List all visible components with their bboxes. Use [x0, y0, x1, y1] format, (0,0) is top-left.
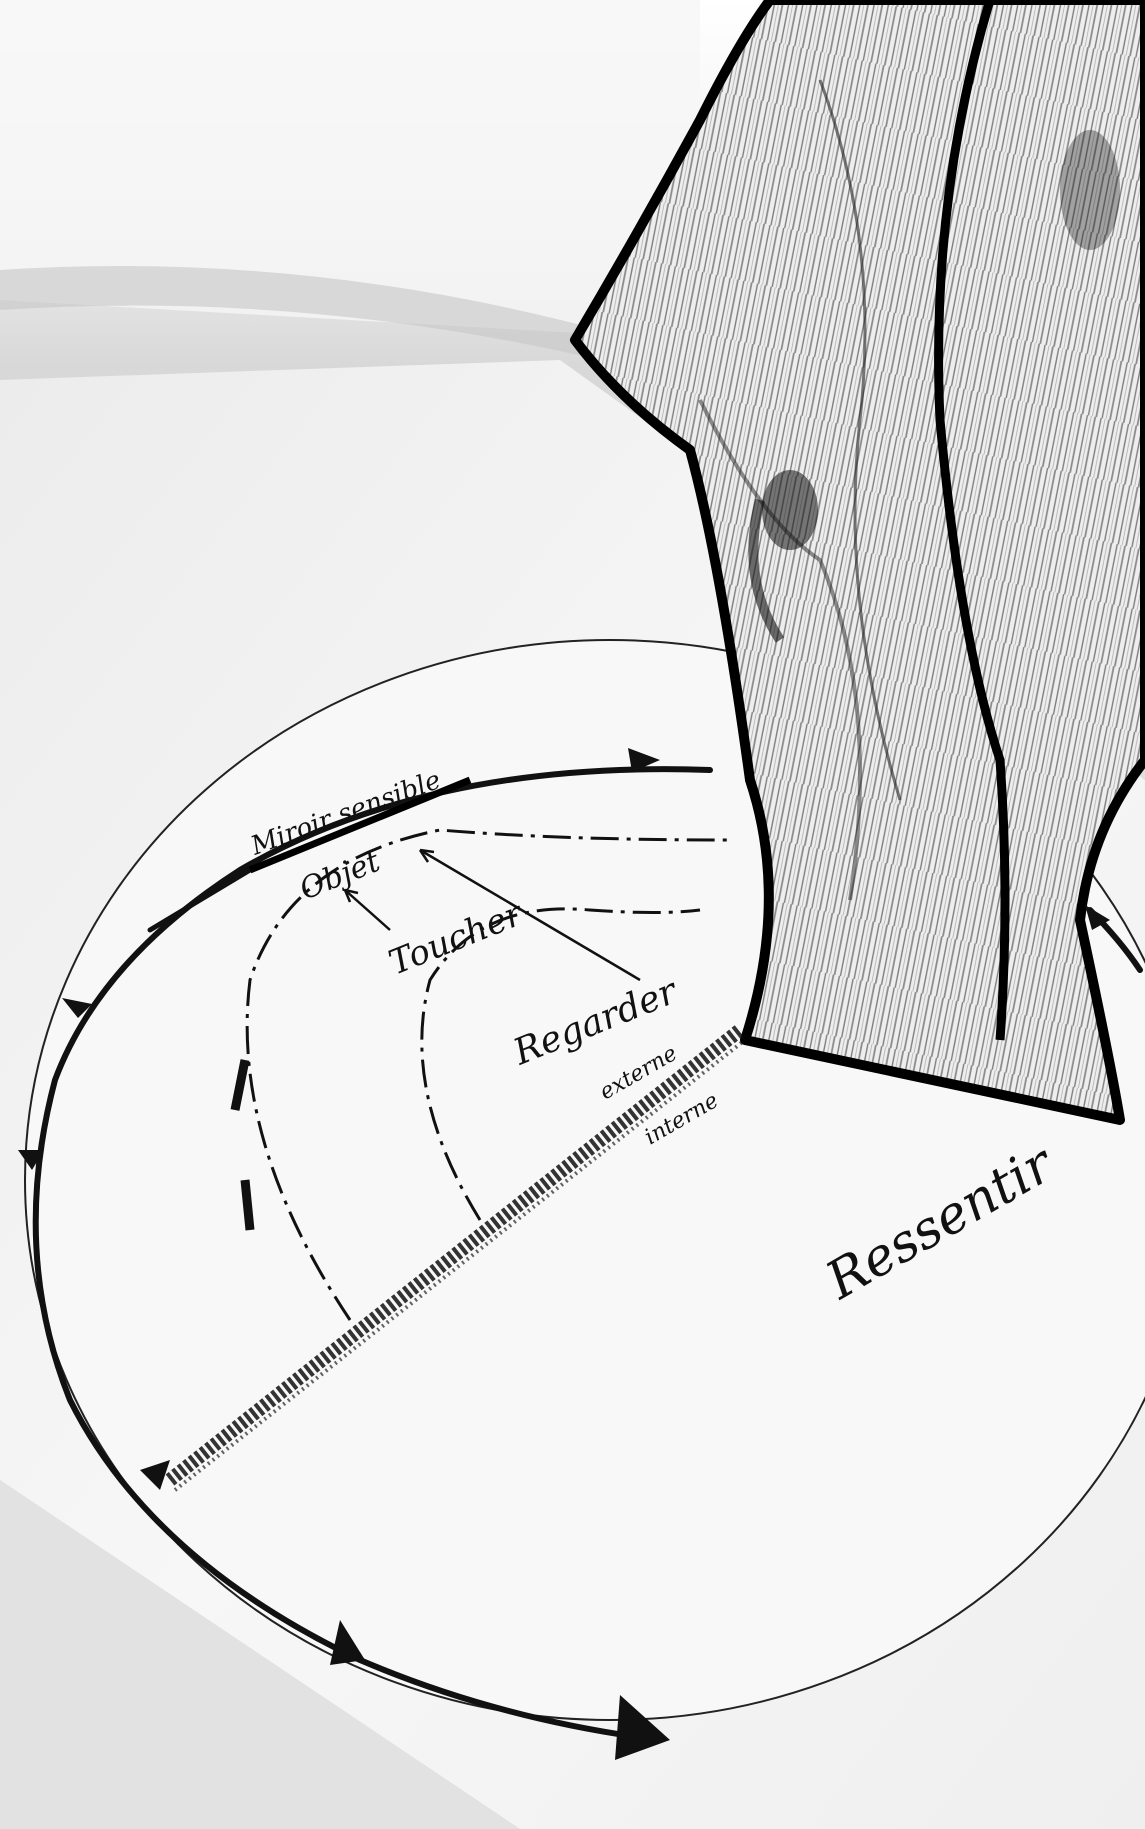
photo-frame: Miroir sensible Objet Toucher Regarder e…	[0, 0, 1145, 1829]
photograph: Miroir sensible Objet Toucher Regarder e…	[0, 0, 1145, 1829]
